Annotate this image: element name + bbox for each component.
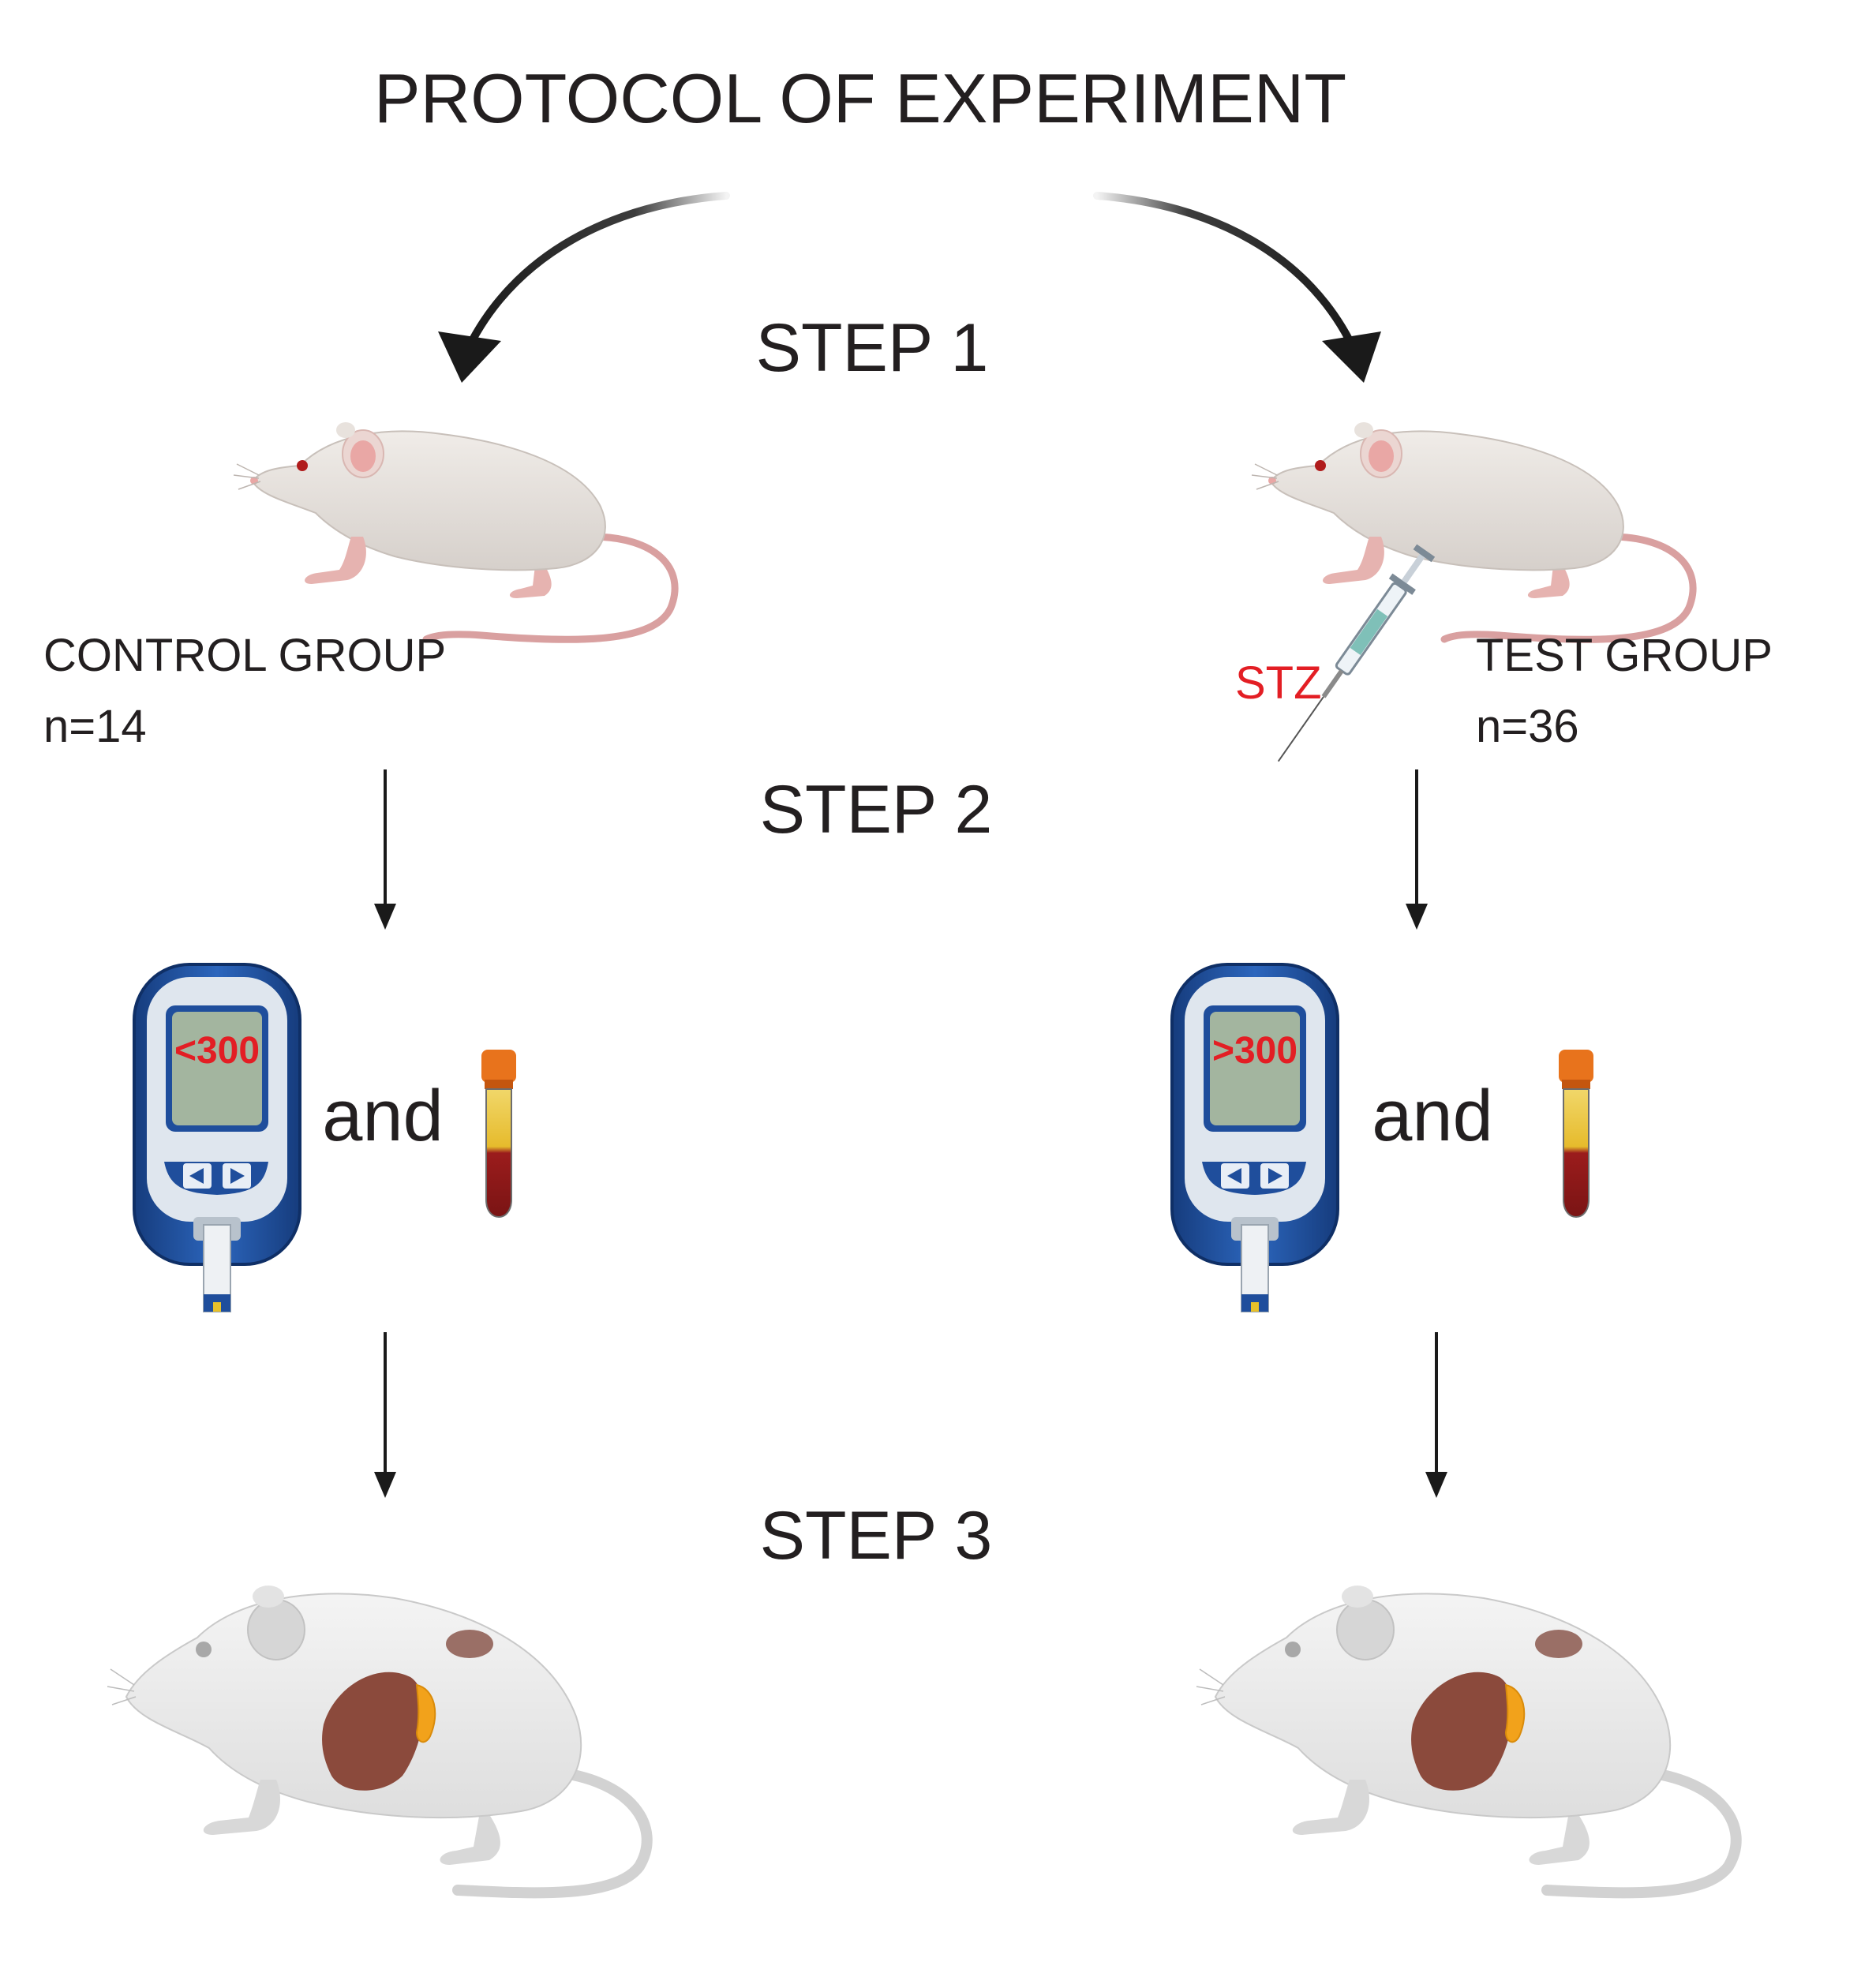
diagram-title: PROTOCOL OF EXPERIMENT [374,59,1346,137]
arrowhead-left [438,331,501,383]
arrow-test-step3 [1425,1332,1447,1498]
control-glucometer-icon: <300 [133,963,301,1313]
control-dissected-rat-icon [107,1586,647,1893]
arrow-control-step2 [374,769,396,930]
arrow-control-step3 [374,1332,396,1498]
test-and-text: and [1372,1076,1493,1156]
test-glucometer-icon: >300 [1170,963,1339,1313]
step-2-label: STEP 2 [760,772,993,848]
test-group-n: n=36 [1476,701,1579,752]
control-group-name: CONTROL GROUP [43,630,446,681]
test-blood-tube-icon [1558,1049,1594,1218]
test-meter-reading: >300 [1212,1030,1297,1072]
step-1-label: STEP 1 [756,310,989,386]
control-rat-icon [234,422,675,639]
control-blood-tube-icon [481,1049,517,1218]
arrowhead-right [1322,331,1381,383]
test-group-name: TEST GROUP [1476,630,1773,681]
stz-label: STZ [1235,657,1322,709]
curved-arrow-left [462,192,730,358]
arrow-test-step2 [1406,769,1428,930]
control-and-text: and [322,1076,444,1156]
step-3-label: STEP 3 [760,1498,993,1574]
syringe-icon [1277,544,1436,762]
curved-arrow-right [1093,192,1360,358]
control-meter-reading: <300 [174,1030,260,1072]
control-group-n: n=14 [43,701,147,752]
test-dissected-rat-icon [1196,1586,1736,1893]
test-rat-icon [1252,422,1693,639]
